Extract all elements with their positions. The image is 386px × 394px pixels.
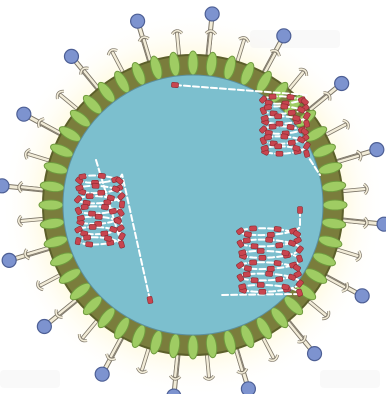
- rna-protein-bead: [98, 190, 105, 195]
- rna-protein-bead: [104, 235, 112, 241]
- glycoprotein-leaf: [188, 335, 198, 359]
- glycoprotein-leaf: [39, 200, 63, 210]
- rna-protein-bead: [83, 235, 90, 240]
- rna-protein-bead: [264, 134, 272, 140]
- rna-protein-bead: [276, 121, 283, 126]
- rna-protein-bead: [267, 266, 274, 271]
- rna-protein-bead: [243, 238, 251, 244]
- spike-knob: [64, 49, 78, 63]
- rna-protein-bead: [267, 232, 274, 237]
- spike-knob: [205, 7, 219, 21]
- rna-protein-bead: [119, 201, 125, 209]
- spike-knob: [355, 289, 369, 303]
- rna-protein-bead: [147, 296, 153, 304]
- rna-protein-bead: [243, 272, 251, 278]
- rna-protein-bead: [92, 183, 99, 188]
- rna-protein-bead: [257, 248, 264, 253]
- rna-protein-bead: [282, 284, 290, 290]
- spike-knob: [377, 217, 386, 231]
- rna-protein-bead: [265, 271, 272, 276]
- spike-knob: [277, 29, 291, 43]
- rna-protein-bead: [86, 194, 93, 199]
- rna-protein-bead: [274, 226, 282, 232]
- rna-protein-bead: [269, 124, 276, 129]
- spike-knob: [308, 347, 322, 361]
- rna-protein-bead: [288, 140, 296, 146]
- rna-protein-bead: [264, 104, 272, 110]
- rna-protein-bead: [89, 224, 96, 229]
- rna-protein-bead: [265, 237, 272, 242]
- rna-protein-bead: [281, 134, 288, 140]
- rna-protein-bead: [95, 214, 102, 220]
- rna-protein-bead: [276, 242, 283, 248]
- rna-protein-bead: [171, 82, 178, 88]
- rna-protein-bead: [275, 144, 282, 149]
- rna-protein-bead: [244, 231, 252, 237]
- rna-protein-bead: [98, 173, 106, 179]
- glycoprotein-leaf: [323, 200, 347, 210]
- spike-knob: [2, 253, 16, 267]
- rna-protein-bead: [276, 276, 283, 282]
- rna-protein-bead: [259, 255, 266, 260]
- spike-knob: [95, 367, 109, 381]
- spike-knob: [335, 76, 349, 90]
- rna-protein-bead: [85, 242, 92, 248]
- rna-protein-bead: [287, 124, 295, 130]
- rna-protein-bead: [282, 250, 290, 256]
- rna-protein-bead: [249, 260, 256, 265]
- rna-protein-bead: [287, 94, 295, 100]
- glycoprotein-leaf: [188, 51, 198, 75]
- rna-protein-bead: [75, 237, 81, 245]
- spike-knob: [37, 320, 51, 334]
- rna-protein-bead: [251, 278, 258, 283]
- rna-protein-bead: [81, 204, 89, 210]
- spike-knob: [17, 107, 31, 121]
- rna-protein-bead: [79, 173, 87, 179]
- rna-protein-bead: [101, 204, 109, 210]
- spike-knob: [370, 143, 384, 157]
- spike-knob: [241, 382, 255, 394]
- rna-protein-bead: [244, 265, 252, 271]
- rna-protein-bead: [275, 114, 282, 119]
- spike-knob: [0, 179, 9, 193]
- rna-protein-bead: [276, 151, 283, 156]
- rna-protein-bead: [249, 226, 256, 231]
- rna-protein-bead: [257, 282, 264, 287]
- rna-protein-bead: [88, 211, 95, 216]
- rna-protein-bead: [274, 260, 282, 266]
- rna-protein-bead: [269, 94, 276, 99]
- rna-protein-bead: [259, 289, 266, 294]
- rna-protein-bead: [298, 207, 303, 214]
- rna-protein-bead: [251, 244, 258, 249]
- spike-knob: [131, 14, 145, 28]
- rna-protein-bead: [281, 104, 288, 110]
- rna-protein-bead: [288, 110, 296, 116]
